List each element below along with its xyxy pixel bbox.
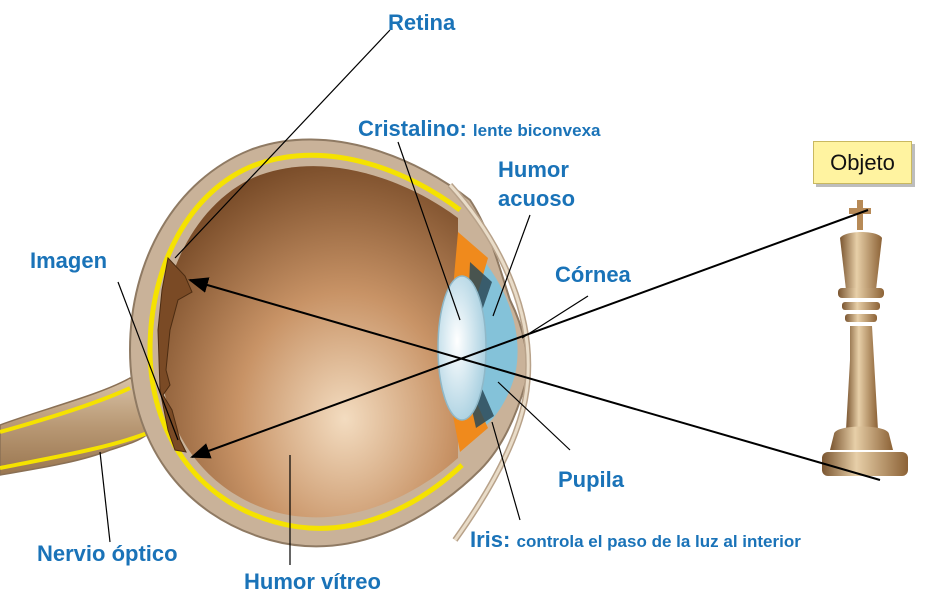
label-retina: Retina <box>388 10 456 35</box>
retina-layer <box>147 152 464 531</box>
label-pupila: Pupila <box>558 467 625 492</box>
crystalline-lens <box>437 275 487 421</box>
label-humor-acuoso-line2: acuoso <box>498 186 576 211</box>
ray-bottom <box>188 277 881 481</box>
optic-nerve-retina-line-upper <box>0 386 131 434</box>
chess-king-object <box>822 200 908 476</box>
label-cristalino-group: Cristalino: lente biconvexa <box>358 116 600 144</box>
label-humor-acuoso-line1: Humor <box>498 157 569 182</box>
label-cristalino: Cristalino: <box>358 116 467 141</box>
label-iris-desc: controla el paso de la luz al interior <box>516 532 801 551</box>
label-iris: Iris: <box>470 527 511 552</box>
vitreous-body <box>160 166 458 518</box>
objeto-label-box: Objeto <box>813 141 912 184</box>
label-imagen: Imagen <box>30 248 108 273</box>
optic-nerve-retina-line-lower <box>0 430 151 470</box>
retina-image <box>157 256 193 453</box>
label-iris-group: Iris: controla el paso de la luz al inte… <box>470 527 801 555</box>
label-nervio-optico: Nervio óptico <box>37 541 178 566</box>
label-objeto: Objeto <box>830 149 895 175</box>
label-cristalino-desc: lente biconvexa <box>472 121 601 140</box>
label-cornea: Córnea <box>555 262 631 287</box>
label-humor-vitreo: Humor vítreo <box>244 569 381 594</box>
